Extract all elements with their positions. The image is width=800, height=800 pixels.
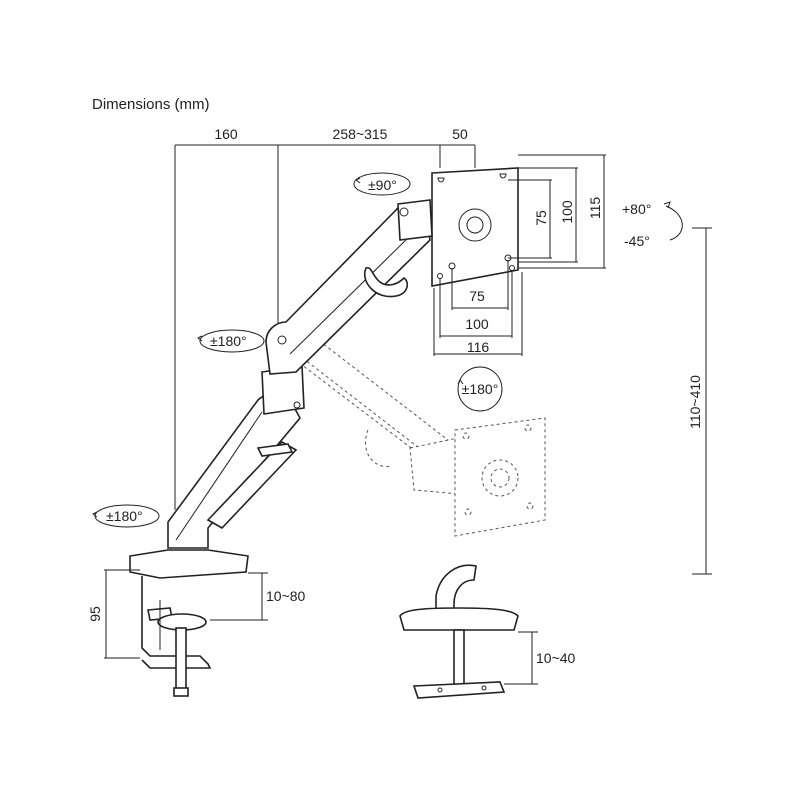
dim-vesa-v115: 115 bbox=[587, 197, 603, 220]
height-dimension-lines bbox=[692, 227, 712, 575]
tilt-down-label: -45° bbox=[624, 233, 650, 249]
monitor-arm bbox=[167, 199, 433, 549]
diagram-title: Dimensions (mm) bbox=[92, 96, 210, 113]
dim-base-offset: 160 bbox=[214, 126, 238, 142]
rotation-elbow-annotation bbox=[197, 329, 265, 353]
tilt-up-label: +80° bbox=[622, 201, 651, 217]
dim-vesa-v75: 75 bbox=[533, 210, 549, 226]
dim-vesa-h75: 75 bbox=[469, 288, 485, 304]
dim-arm-reach: 258~315 bbox=[333, 126, 388, 142]
swivel-head-label: ±180° bbox=[462, 381, 499, 397]
vesa-vertical-dimensions bbox=[508, 154, 606, 269]
top-dimension-lines bbox=[174, 144, 476, 510]
clamp-base-left bbox=[129, 549, 249, 697]
dim-plate-offset: 50 bbox=[452, 126, 468, 142]
vesa-horizontal-dimensions bbox=[433, 260, 523, 356]
clamp-dimension-lines bbox=[104, 569, 268, 659]
grommet-base-right bbox=[399, 564, 519, 699]
arm-lowered-ghost bbox=[281, 325, 546, 537]
rotation-elbow-label: ±180° bbox=[210, 333, 247, 349]
dim-clamp-range: 10~80 bbox=[266, 588, 306, 604]
dim-height-range: 110~410 bbox=[687, 375, 703, 429]
swivel-head-annotation bbox=[457, 366, 503, 412]
rotation-plate-label: ±90° bbox=[368, 177, 397, 193]
dim-clamp-height: 95 bbox=[87, 606, 103, 622]
rotation-base-label: ±180° bbox=[106, 508, 143, 524]
rotation-plate-annotation bbox=[353, 172, 411, 196]
dim-vesa-h116: 116 bbox=[467, 339, 490, 355]
dim-grommet-range: 10~40 bbox=[536, 650, 576, 666]
rotation-base-annotation bbox=[92, 504, 160, 528]
tilt-annotation bbox=[663, 201, 683, 241]
vesa-plate bbox=[431, 167, 519, 287]
dim-vesa-h100: 100 bbox=[465, 316, 489, 332]
grommet-dimension-lines bbox=[504, 631, 538, 685]
dim-vesa-v100: 100 bbox=[559, 200, 575, 224]
